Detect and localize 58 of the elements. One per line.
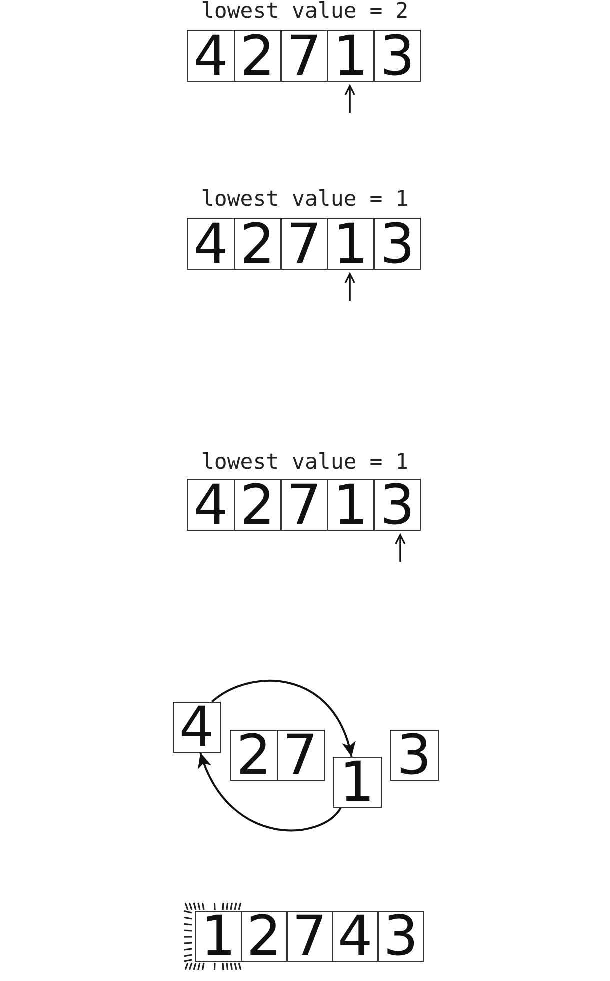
value-label: lowest value = 2 [201,1,409,23]
array-cell [333,757,382,808]
digit-text: 7 [283,731,318,780]
array-cell [280,218,328,270]
array-cell [332,911,379,962]
value-label: lowest value = 1 [201,189,409,211]
value-label: lowest value = 1 [201,452,409,474]
array-cell [230,730,278,781]
curved-arrow [199,752,342,832]
digit-text: 3 [380,480,415,530]
digit-text: 1 [333,32,368,80]
array-cell [173,702,220,753]
array-cell [373,30,422,82]
digit-text: 2 [240,32,276,80]
digit-text: 4 [194,32,229,80]
digit-text: 3 [380,220,415,268]
digit-text: 3 [380,32,415,80]
array-cell [187,30,236,82]
digit-text: 2 [246,912,282,961]
digit-text: 4 [194,220,229,268]
digit-text: 4 [179,703,214,752]
curved-arrow [212,680,355,758]
digit-text: 2 [240,220,276,268]
array-cell [280,479,328,531]
array-cell [234,479,282,531]
digit-text: 4 [338,912,373,961]
digit-text: 1 [201,912,236,961]
digit-text: 7 [286,480,322,530]
array-cell [240,911,288,962]
array-cell [195,911,242,962]
array-cell [286,911,334,962]
array-cell [187,479,236,531]
pointer-arrow [344,85,356,113]
array-cell [390,730,438,781]
pointer-arrow [344,273,356,301]
digit-text: 1 [333,480,368,530]
digit-text: 2 [240,480,276,530]
array-cell [187,218,236,270]
array-cell [373,479,422,531]
array-cell [326,479,375,531]
digit-text: 1 [333,220,368,268]
digit-text: 1 [340,758,375,807]
digit-text: 7 [286,220,322,268]
array-cell [234,30,282,82]
digit-text: 7 [292,912,328,961]
digit-text: 3 [396,731,432,780]
digit-text: 4 [194,480,229,530]
array-cell [373,218,422,270]
digit-text: 2 [236,731,272,780]
array-cell [280,30,328,82]
array-cell [377,911,424,962]
pointer-arrow [395,534,406,562]
array-cell [326,218,375,270]
digit-text: 7 [286,32,322,80]
array-cell [326,30,375,82]
array-cell [276,730,324,781]
array-cell [234,218,282,270]
digit-text: 3 [383,912,418,961]
